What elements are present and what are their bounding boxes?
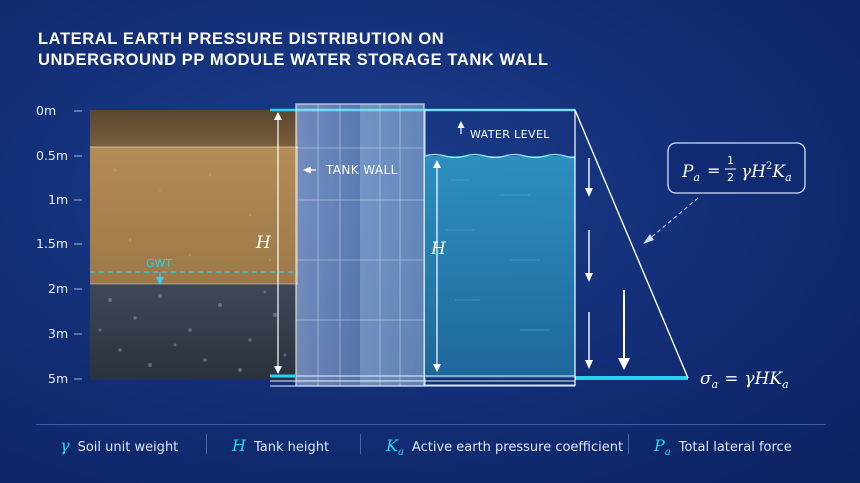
pressure-K: K — [768, 369, 783, 389]
formula-K-sub: a — [785, 171, 792, 184]
legend-item-pa: Pa Total lateral force — [654, 436, 792, 458]
legend-divider — [36, 424, 826, 425]
legend-item-soil-unit-weight: γ Soil unit weight — [60, 436, 178, 455]
legend-separator — [360, 434, 361, 454]
pressure-lhs: σ — [700, 369, 712, 389]
depth-label: 0m — [36, 103, 56, 118]
formula-gamma: γ — [741, 162, 752, 182]
legend-text: Total lateral force — [678, 440, 792, 455]
legend-symbol: Ka — [386, 436, 404, 459]
legend-item-ka: Ka Active earth pressure coefficient — [386, 436, 623, 458]
title-line-1: LATERAL EARTH PRESSURE DISTRIBUTION ON — [38, 30, 445, 48]
tank-base — [270, 374, 688, 387]
water-height-label: H — [430, 239, 447, 259]
pressure-gamma: γ — [744, 369, 755, 389]
groundwater-table: GWT — [90, 257, 298, 286]
depth-label: 3m — [48, 326, 68, 341]
water-level-label: WATER LEVEL — [470, 128, 550, 141]
tank-wall-label: TANK WALL — [325, 163, 398, 177]
water-tank: WATER LEVEL H — [424, 109, 576, 386]
svg-text:Pa: Pa — [681, 162, 700, 184]
depth-label: 1m — [48, 192, 68, 207]
gravel-layer — [90, 284, 298, 380]
depth-label: 2m — [48, 281, 68, 296]
formula-K: K — [771, 162, 786, 182]
formula-lhs: P — [681, 162, 694, 182]
legend-text: Tank height — [253, 440, 330, 455]
formula-frac-den: 2 — [727, 171, 734, 184]
formula-lhs-sub: a — [693, 171, 700, 184]
total-force-formula: Pa = 1 2 γH2Ka — [643, 142, 806, 244]
depth-label: 0.5m — [36, 148, 68, 163]
legend-item-tank-height: H Tank height — [232, 436, 329, 455]
pressure-H: H — [754, 369, 771, 389]
pressure-lhs-sub: a — [712, 378, 719, 391]
depth-axis: 0m 0.5m 1m 1.5m 2m 3m 5m — [36, 103, 82, 386]
legend-symbol: H — [232, 436, 246, 455]
title-line-2: UNDERGROUND PP MODULE WATER STORAGE TANK… — [38, 51, 549, 69]
legend-separator — [206, 434, 207, 454]
svg-text:γH2Ka: γH2Ka — [741, 161, 792, 184]
legend-text: Soil unit weight — [77, 440, 179, 455]
depth-label: 1.5m — [36, 236, 68, 251]
pressure-K-sub: a — [782, 378, 789, 391]
formula-eq: = — [707, 161, 720, 180]
soil-height-label: H — [255, 233, 272, 253]
legend: γ Soil unit weight H Tank height Ka Active … — [0, 424, 860, 464]
legend-text: Active earth pressure coefficient — [411, 440, 624, 455]
formula-frac-num: 1 — [727, 154, 734, 167]
formula-H: H — [750, 162, 767, 182]
pressure-distribution — [574, 109, 689, 386]
legend-separator — [628, 434, 629, 454]
legend-symbol: γ — [60, 436, 70, 455]
gwt-label: GWT — [146, 257, 172, 270]
depth-label: 5m — [48, 371, 68, 386]
formula-sup: 2 — [766, 161, 772, 172]
soil-height-dimension: H — [255, 112, 282, 374]
clay-layer — [90, 147, 298, 284]
legend-symbol: Pa — [654, 436, 671, 459]
water-body — [425, 156, 575, 378]
soil-profile — [90, 110, 298, 380]
topsoil-layer — [90, 110, 298, 147]
pressure-formula: σa=γHKa — [700, 369, 789, 391]
tank-wall: TANK WALL — [295, 103, 425, 387]
pressure-eq: = — [724, 369, 738, 389]
